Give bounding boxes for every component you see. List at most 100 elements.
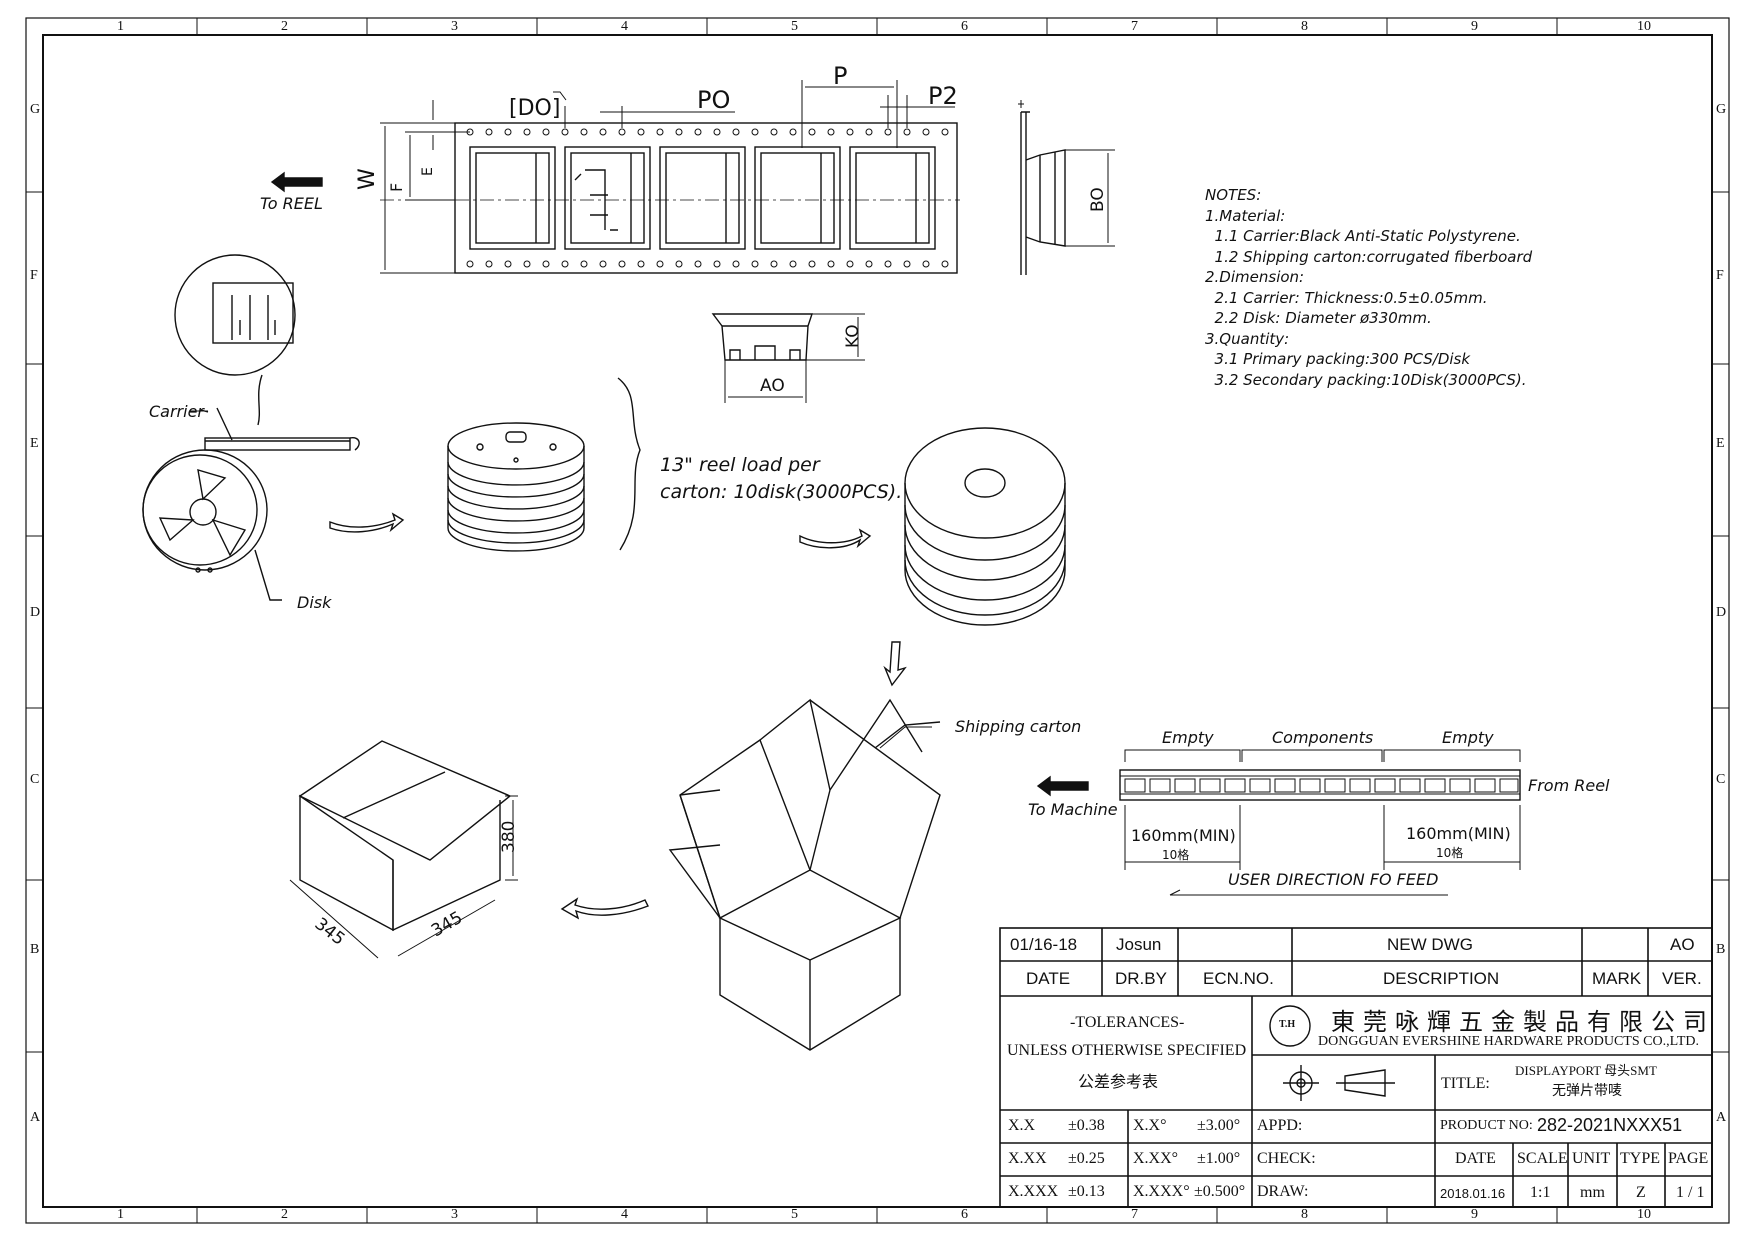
notes-line-9: 3.2 Secondary packing:10Disk(3000PCS).: [1205, 370, 1527, 389]
title-label: TITLE:: [1441, 1075, 1490, 1092]
company-name-cn: 東 莞 咏 輝 五 金 製 品 有 限 公 司: [1331, 1010, 1708, 1036]
tol-row3-b: ±0.13: [1068, 1183, 1105, 1200]
grid-col-7: 7: [1131, 19, 1138, 34]
tol-row3-a: X.XXX: [1008, 1183, 1059, 1200]
dim-ko-label: KO: [843, 324, 863, 348]
grid-row-d-right: D: [1716, 605, 1727, 620]
notes-heading: NOTES:: [1205, 186, 1262, 204]
disk-stack-large: [904, 427, 1066, 626]
tol-row2-d: ±1.00°: [1197, 1150, 1241, 1167]
product-no-label: PRODUCT NO:: [1440, 1118, 1533, 1133]
grid-col-4-bottom: 4: [621, 1207, 628, 1222]
grid-col-10-bottom: 10: [1637, 1207, 1651, 1222]
info-value-scale: 1:1: [1530, 1184, 1551, 1201]
notes-line-6: 2.2 Disk: Diameter ø330mm.: [1205, 309, 1432, 327]
tape-sprocket-holes: [466, 128, 949, 268]
pocket-cross-section: [711, 313, 865, 403]
feed-cells-right: 10格: [1436, 846, 1464, 860]
grid-row-f: F: [30, 268, 38, 283]
grid-col-2-bottom: 2: [281, 1207, 288, 1222]
tolerances-subtitle: UNLESS OTHERWISE SPECIFIED: [1007, 1042, 1247, 1059]
disk-stack-small: [447, 377, 641, 552]
grid-col-8-bottom: 8: [1301, 1207, 1308, 1222]
carton-height-label: 380: [499, 820, 519, 853]
feed-tape: [1119, 749, 1521, 896]
tol-row3-d: ±0.500°: [1194, 1183, 1246, 1200]
leader-lines: [190, 410, 932, 749]
company-logo: [1269, 1005, 1311, 1047]
dim-f-label: F: [387, 182, 406, 192]
dim-w-label: W: [355, 168, 380, 190]
carrier-tape-top-view: [380, 80, 960, 274]
company-logo-text: T.H: [1279, 1019, 1296, 1030]
info-header-scale: SCALE: [1517, 1150, 1568, 1167]
flow-arrows: [270, 171, 1089, 920]
tol-row1-b: ±0.38: [1068, 1117, 1105, 1134]
feed-min-left: 160mm(MIN): [1131, 826, 1236, 845]
grid-col-4: 4: [621, 19, 628, 34]
title-line-1: DISPLAYPORT 母头SMT: [1515, 1063, 1657, 1078]
info-header-unit: UNIT: [1572, 1150, 1611, 1167]
feed-components: Components: [1272, 728, 1374, 747]
info-header-page: PAGE: [1668, 1150, 1709, 1167]
disk-label: Disk: [297, 593, 332, 612]
title-line-2: 无弹片带唛: [1552, 1084, 1622, 1099]
header-mark: MARK: [1592, 969, 1642, 988]
grid-row-e-right: E: [1716, 436, 1725, 451]
rev-version: AO: [1670, 935, 1695, 954]
rev-description: NEW DWG: [1387, 935, 1473, 954]
tape-dimensions: [380, 80, 955, 274]
reel-illustration: [142, 254, 360, 601]
info-header-date: DATE: [1455, 1150, 1496, 1167]
check-label: CHECK:: [1257, 1150, 1316, 1167]
to-reel-label: To REEL: [260, 194, 323, 213]
grid-col-1: 1: [117, 19, 124, 34]
dim-p2-label: P2: [928, 82, 958, 110]
shipping-carton-label: Shipping carton: [955, 717, 1082, 736]
closed-carton: [289, 740, 518, 959]
notes-line-3: 1.2 Shipping carton:corrugated fiberboar…: [1205, 247, 1533, 266]
info-value-page: 1 / 1: [1676, 1184, 1705, 1201]
to-machine-label: To Machine: [1028, 800, 1118, 819]
header-drby: DR.BY: [1115, 969, 1167, 988]
rev-date: 01/16-18: [1010, 935, 1078, 954]
rev-by: Josun: [1116, 935, 1162, 954]
draw-label: DRAW:: [1257, 1183, 1309, 1200]
grid-col-10: 10: [1637, 19, 1651, 34]
dim-po-label: PO: [697, 86, 731, 114]
grid-row-a-right: A: [1716, 1110, 1727, 1125]
notes-block: NOTES:1.Material: 1.1 Carrier:Black Anti…: [1205, 185, 1532, 390]
dim-do-label: [DO]: [509, 96, 561, 121]
tol-row2-b: ±0.25: [1068, 1150, 1105, 1167]
tol-row1-c: X.X°: [1133, 1117, 1167, 1134]
grid-row-b: B: [30, 942, 40, 957]
reel-load-line1: 13" reel load per: [660, 454, 820, 476]
feed-empty-left: Empty: [1162, 728, 1214, 747]
grid-row-f-right: F: [1716, 268, 1724, 283]
grid-row-g: G: [30, 102, 41, 117]
feed-cells-left: 10格: [1162, 848, 1190, 862]
reel-load-line2: carton: 10disk(3000PCS).: [660, 481, 903, 503]
feed-empty-right: Empty: [1442, 728, 1494, 747]
tape-pockets: [469, 146, 936, 250]
grid-col-6-bottom: 6: [961, 1207, 968, 1222]
grid-col-6: 6: [961, 19, 968, 34]
tolerances-title: -TOLERANCES-: [1070, 1014, 1185, 1031]
tol-row1-d: ±3.00°: [1197, 1117, 1241, 1134]
tol-row2-a: X.XX: [1008, 1150, 1047, 1167]
grid-row-e: E: [30, 436, 39, 451]
tape-side-profile: [1018, 100, 1115, 275]
grid-col-3: 3: [451, 19, 458, 34]
grid-col-9-bottom: 9: [1471, 1207, 1478, 1222]
notes-line-8: 3.1 Primary packing:300 PCS/Disk: [1205, 350, 1471, 368]
notes-line-5: 2.1 Carrier: Thickness:0.5±0.05mm.: [1205, 288, 1488, 307]
company-name-en: DONGGUAN EVERSHINE HARDWARE PRODUCTS CO.…: [1318, 1034, 1699, 1049]
grid-row-g-right: G: [1716, 102, 1727, 117]
from-reel-label: From Reel: [1528, 776, 1610, 795]
product-no-value: 282-2021NXXX51: [1537, 1115, 1683, 1135]
notes-line-2: 1.1 Carrier:Black Anti-Static Polystyren…: [1205, 227, 1521, 245]
info-value-type: Z: [1636, 1184, 1646, 1201]
info-header-type: TYPE: [1620, 1150, 1660, 1167]
notes-line-4: 2.Dimension:: [1205, 268, 1305, 286]
